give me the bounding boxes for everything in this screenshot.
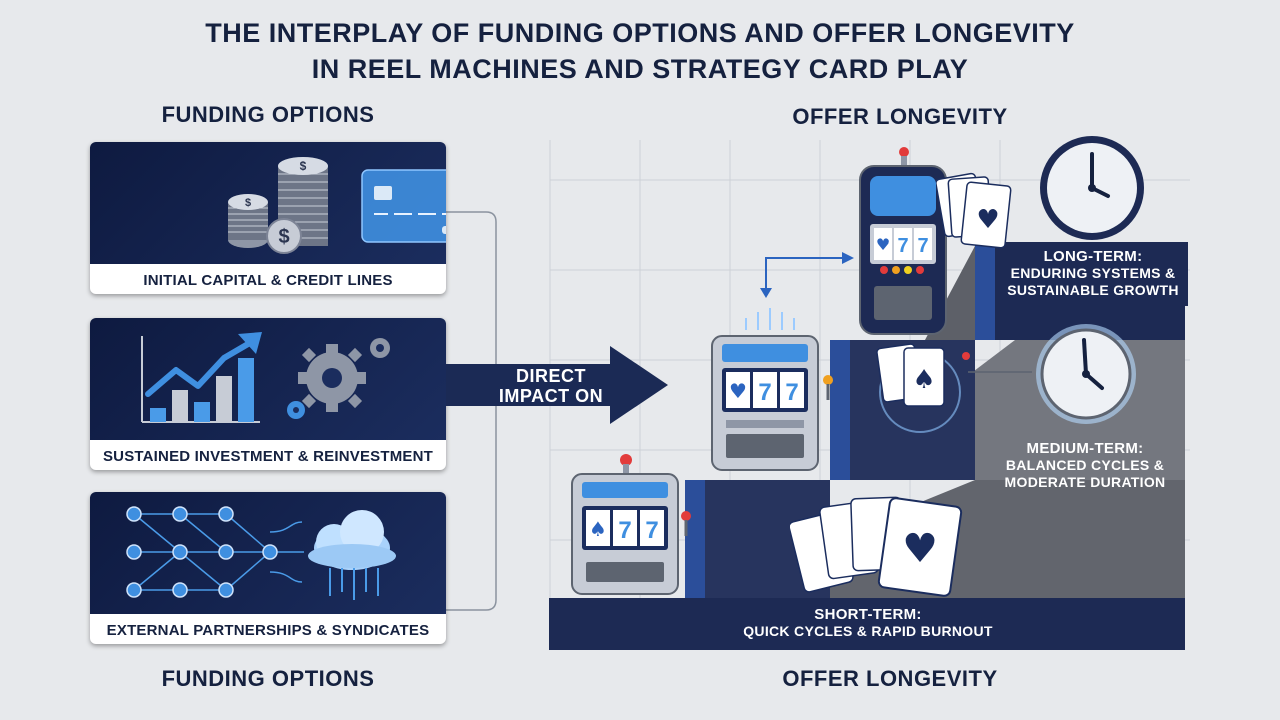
step-up-arrow (760, 252, 854, 298)
svg-text:♠: ♠ (912, 365, 935, 395)
svg-text:7: 7 (618, 517, 631, 544)
long-term-line-1: ENDURING SYSTEMS & (1010, 265, 1176, 281)
direct-impact-line-1: DIRECT (516, 366, 586, 386)
coins-and-credit-card-icon: $ $ $ (228, 157, 446, 254)
svg-text:♠: ♠ (589, 517, 607, 541)
network-and-cloud-icon (126, 506, 396, 600)
direct-impact-label: DIRECT IMPACT ON (486, 366, 616, 406)
funding-card-initial-capital: $ $ $ INITIAL CAPITAL & CREDIT LINES (90, 142, 446, 294)
svg-text:♥: ♥ (976, 205, 999, 235)
title-line-2: IN REEL MACHINES AND STRATEGY CARD PLAY (311, 54, 969, 84)
longevity-heading-bottom: OFFER LONGEVITY (782, 666, 998, 691)
title-line-1: THE INTERPLAY OF FUNDING OPTIONS AND OFF… (205, 18, 1075, 48)
funding-heading-top: FUNDING OPTIONS (161, 102, 375, 127)
svg-text:♥: ♥ (729, 379, 747, 403)
longevity-heading-top: OFFER LONGEVITY (792, 104, 1008, 129)
medium-term-line-1: BALANCED CYCLES & (1005, 457, 1165, 473)
svg-text:$: $ (245, 197, 251, 209)
growth-chart-and-gears-icon (141, 332, 390, 423)
playing-cards-bottom-icon: ♥ (790, 496, 963, 597)
svg-text:7: 7 (917, 235, 928, 257)
playing-cards-middle-icon: ♠ (876, 343, 970, 433)
card-caption-external-partnerships: EXTERNAL PARTNERSHIPS & SYNDICATES (106, 622, 430, 639)
direct-impact-line-2: IMPACT ON (498, 386, 604, 406)
svg-text:7: 7 (645, 517, 658, 544)
card-caption-sustained-investment: SUSTAINED INVESTMENT & REINVESTMENT (102, 448, 434, 465)
slot-machine-tall-icon: ♥ 7 7 (859, 147, 947, 335)
medium-term-panel: MEDIUM-TERM: BALANCED CYCLES & MODERATE … (990, 436, 1180, 500)
funding-card-sustained-investment: SUSTAINED INVESTMENT & REINVESTMENT (90, 318, 446, 470)
short-term-panel: SHORT-TERM: QUICK CYCLES & RAPID BURNOUT (548, 600, 1188, 650)
slot-machine-medium-icon: ♥ 7 7 (711, 308, 833, 471)
svg-text:$: $ (278, 226, 289, 248)
long-term-line-2: SUSTAINABLE GROWTH (1007, 282, 1179, 298)
clock-large-icon (1040, 136, 1144, 240)
svg-text:7: 7 (897, 235, 908, 257)
medium-term-title: MEDIUM-TERM: (1026, 440, 1144, 457)
long-term-title: LONG-TERM: (1043, 248, 1143, 265)
svg-text:$: $ (300, 159, 307, 173)
svg-text:7: 7 (758, 379, 771, 406)
short-term-line-1: QUICK CYCLES & RAPID BURNOUT (743, 623, 993, 639)
direct-impact-arrow (446, 346, 668, 424)
card-caption-initial-capital: INITIAL CAPITAL & CREDIT LINES (143, 272, 393, 289)
slot-machine-small-icon: ♠ 7 7 (571, 454, 691, 595)
svg-text:♥: ♥ (902, 526, 938, 572)
funding-card-external-partnerships: EXTERNAL PARTNERSHIPS & SYNDICATES (90, 492, 446, 644)
playing-cards-top-icon: ♥ (936, 172, 1012, 249)
svg-text:7: 7 (785, 379, 798, 406)
medium-term-line-2: MODERATE DURATION (1004, 474, 1166, 490)
clock-connector (968, 371, 1032, 373)
svg-text:♥: ♥ (876, 235, 890, 254)
funding-heading-bottom: FUNDING OPTIONS (161, 666, 375, 691)
long-term-panel: LONG-TERM: ENDURING SYSTEMS & SUSTAINABL… (998, 242, 1188, 306)
clock-medium-icon (1036, 324, 1136, 424)
short-term-title: SHORT-TERM: (814, 606, 922, 623)
